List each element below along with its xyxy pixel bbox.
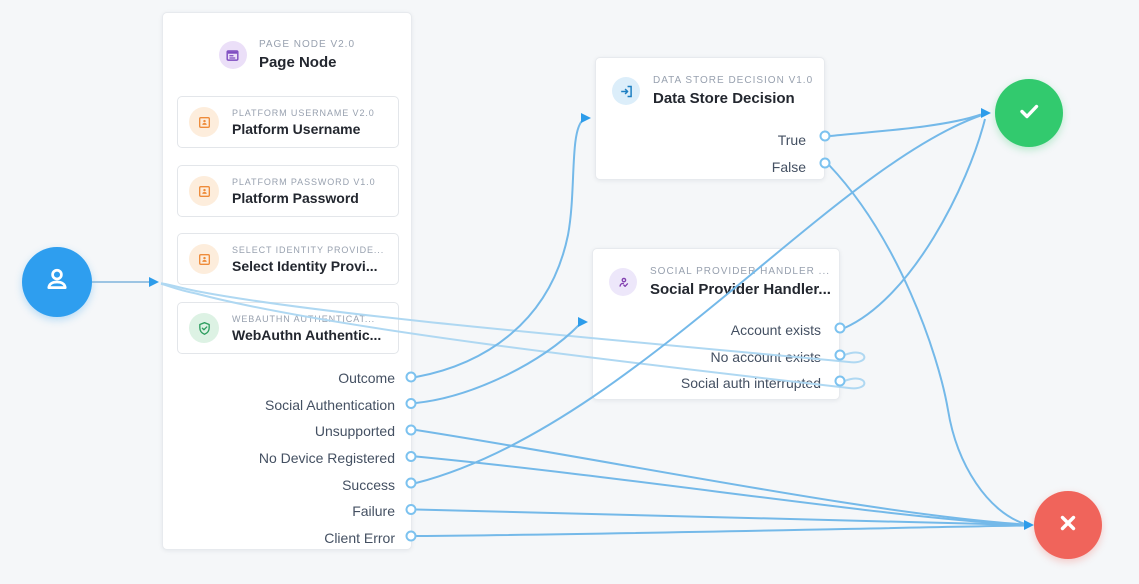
dsd-outcomes: True False [596,126,824,180]
node-webauthn-authentication[interactable]: WEBAUTHN AUTHENTICAT... WebAuthn Authent… [177,302,399,354]
user-icon [40,263,74,302]
outcome-label: Unsupported [314,423,395,440]
outcome-label: True [777,131,806,148]
node-platform-password[interactable]: PLATFORM PASSWORD V1.0 Platform Password [177,165,399,217]
page-icon [218,41,247,69]
close-icon [1051,506,1085,545]
edge-no-device-registered-to-failure[interactable] [415,455,1026,526]
node-title: Platform Username [232,120,361,137]
arrowhead-social-provider-handler-input [578,317,588,327]
page-node-card[interactable]: PAGE NODE V2.0 Page Node PLATFORM USERNA… [162,12,412,550]
edge-failure-to-failure-node[interactable] [415,508,1026,526]
node-title: Select Identity Provi... [232,257,378,274]
edge-account-exists-to-success-node[interactable] [844,118,986,329]
badge-icon [189,244,219,274]
badge-icon [189,107,219,137]
failure-node[interactable] [1034,491,1102,559]
node-caption: PLATFORM PASSWORD V1.0 [232,176,376,187]
sph-outcomes: Account exists No account exists Social … [593,317,839,397]
node-select-identity-provider[interactable]: SELECT IDENTITY PROVIDE... Select Identi… [177,233,399,285]
node-caption: WEBAUTHN AUTHENTICAT... [232,313,376,324]
node-platform-username[interactable]: PLATFORM USERNAME V2.0 Platform Username [177,96,399,148]
node-caption: PLATFORM USERNAME V2.0 [232,107,375,118]
node-title: Platform Password [232,189,359,206]
outcome-label: Outcome [338,370,395,387]
login-icon [612,77,640,105]
page-node-caption: PAGE NODE V2.0 [258,39,356,50]
edge-true-to-success-node[interactable] [829,113,982,137]
outcome-label: Social auth interrupted [680,375,821,392]
social-provider-handler-card[interactable]: SOCIAL PROVIDER HANDLER ... Social Provi… [592,248,840,400]
arrowhead-success-input [981,108,991,118]
edge-outcome-to-data-store-decision[interactable] [415,120,583,378]
success-node[interactable] [995,79,1063,147]
sph-caption: SOCIAL PROVIDER HANDLER ... [650,266,830,277]
start-node[interactable] [22,247,92,317]
node-caption: SELECT IDENTITY PROVIDE... [232,244,385,255]
outcome-label: No Device Registered [258,450,395,467]
edge-social-authentication-to-social-provider-handler[interactable] [415,324,580,404]
outcome-label: Client Error [324,529,395,546]
outcome-label: Social Authentication [265,396,395,413]
outcome-label: No account exists [710,348,822,365]
page-node-outcomes: Outcome Social Authentication Unsupporte… [163,365,411,551]
data-store-decision-card[interactable]: DATA STORE DECISION V1.0 Data Store Deci… [595,57,825,180]
person-check-icon [609,268,637,296]
dsd-title: Data Store Decision [653,90,795,107]
outcome-label: False [771,158,806,175]
outcome-label: Failure [352,503,395,520]
outcome-label: Account exists [730,322,821,339]
arrowhead-data-store-decision-input [581,113,591,123]
dsd-caption: DATA STORE DECISION V1.0 [653,75,814,86]
sph-title: Social Provider Handler... [650,281,831,298]
page-node-title: Page Node [258,54,337,71]
arrowhead-page-node-input [149,277,159,287]
node-title: WebAuthn Authentic... [232,326,382,343]
badge-icon [189,176,219,206]
outcome-label: Success [342,476,395,493]
edge-false-to-failure-node[interactable] [828,164,1026,525]
arrowhead-failure-input [1024,520,1034,530]
check-icon [1012,94,1046,133]
shield-check-icon [189,313,219,343]
edge-unsupported-to-failure[interactable] [415,429,1026,526]
edge-client-error-to-failure-node[interactable] [415,524,1026,537]
